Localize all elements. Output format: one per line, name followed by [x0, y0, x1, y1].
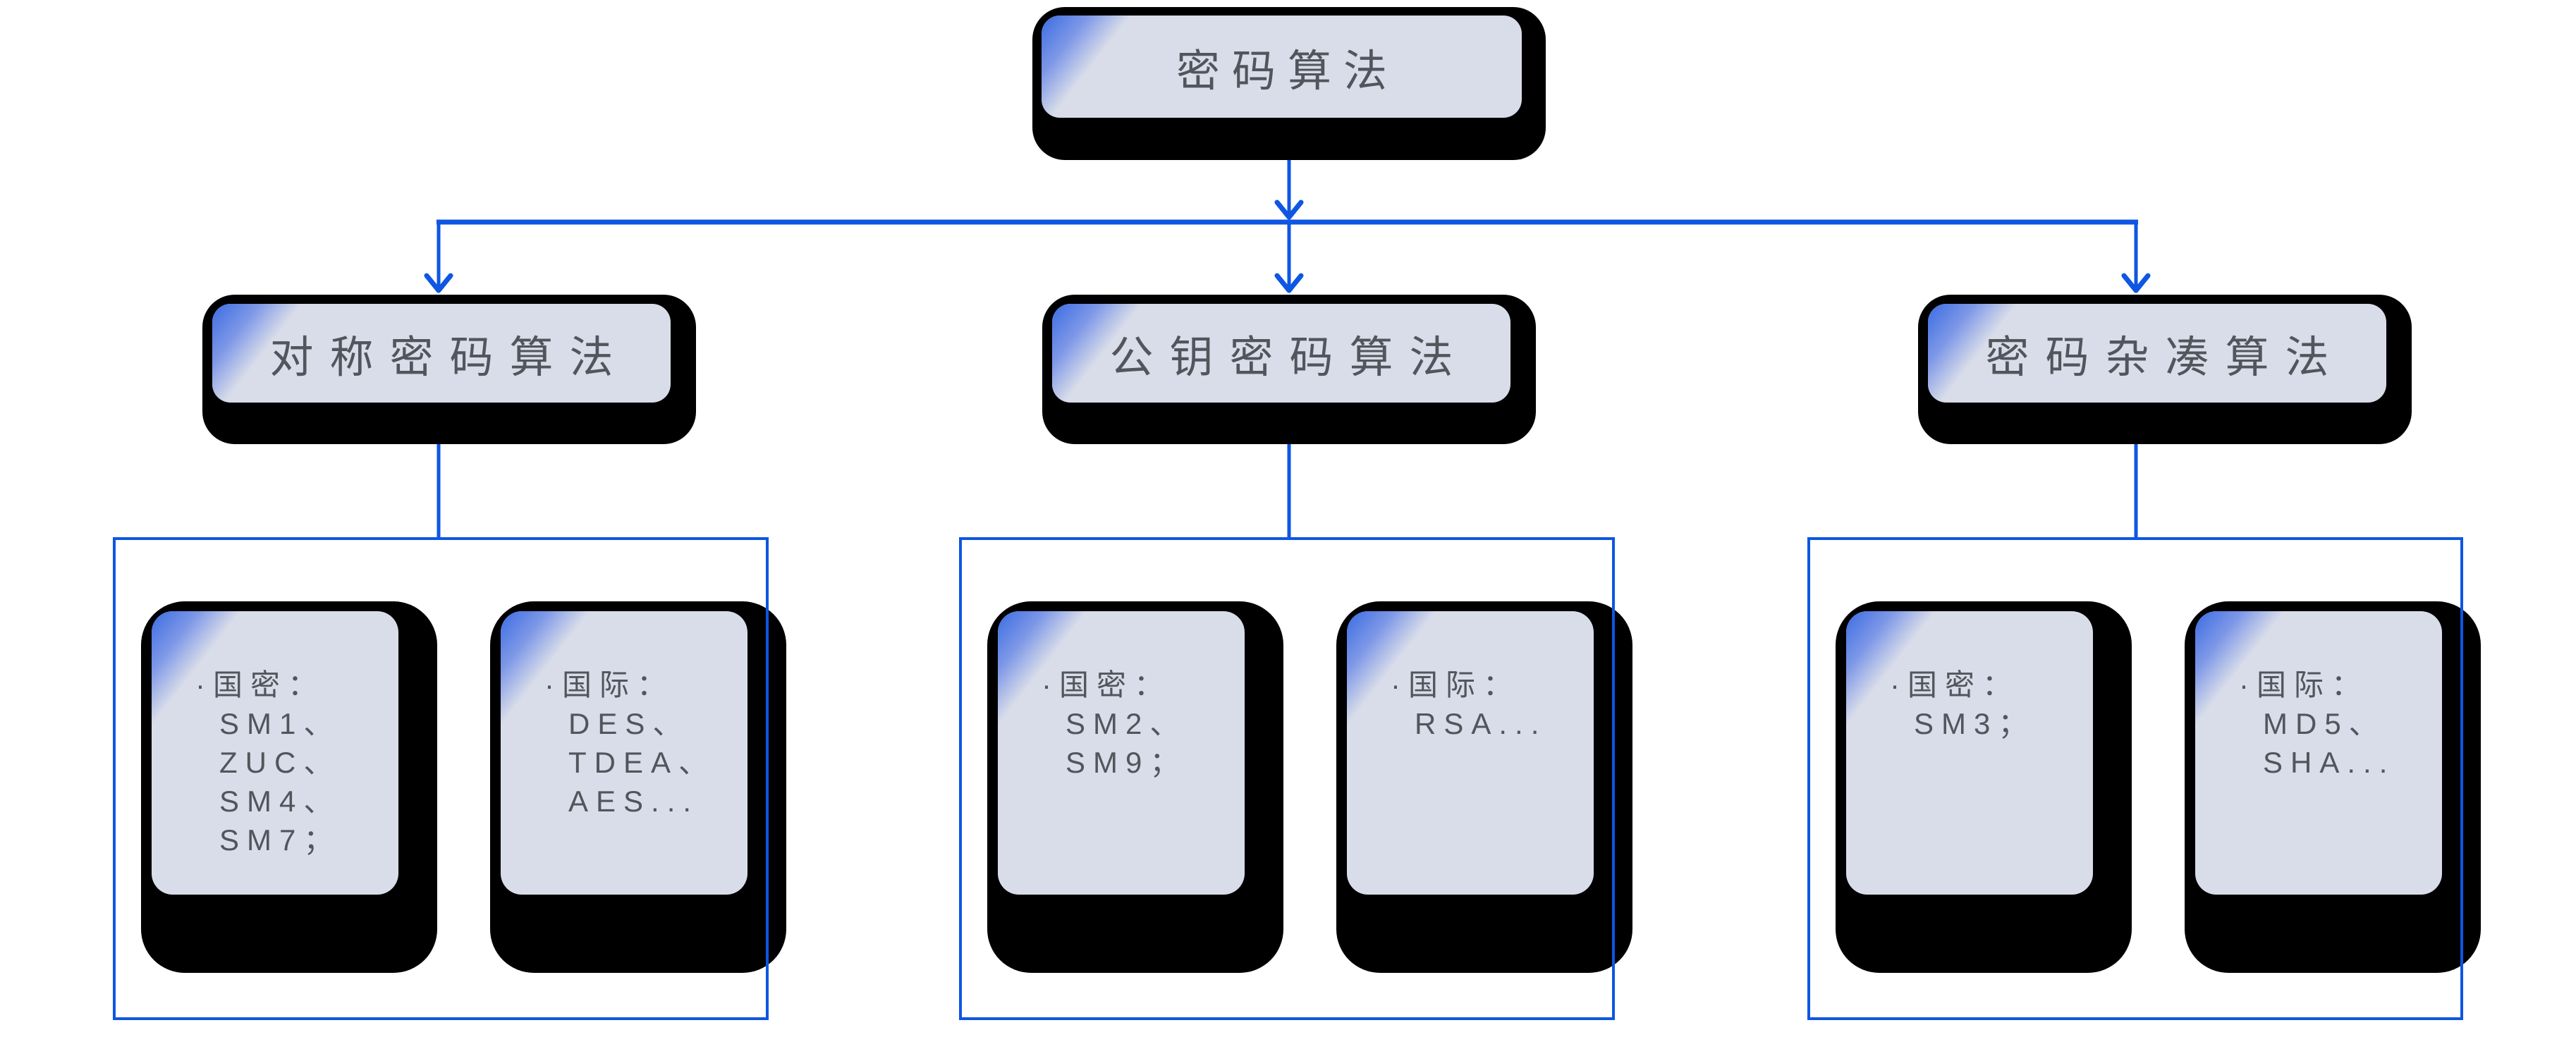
leaf-line: DES、 — [568, 707, 690, 740]
leaf-card-text: ·国密： SM3； — [1846, 611, 2093, 743]
branch-node-label: 公钥密码算法 — [1109, 333, 1470, 382]
branch-node-hash: 密码杂凑算法 — [1918, 295, 2412, 444]
leaf-line: ·国密： — [1890, 668, 2020, 701]
group-public-key: ·国密： SM2、 SM9； ·国际： RSA... — [959, 537, 1632, 1020]
root-node-label: 密码算法 — [1176, 47, 1399, 96]
leaf-line: ·国际： — [1391, 668, 1520, 701]
corner-accent — [1928, 304, 2386, 403]
leaf-line: ·国密： — [195, 668, 325, 701]
corner-accent — [2195, 611, 2442, 895]
leaf-card-public-key-domestic: ·国密： SM2、 SM9； — [987, 601, 1283, 973]
root-node-face: 密码算法 — [1042, 16, 1522, 118]
leaf-line: SM2、 — [1066, 707, 1188, 740]
leaf-card-symmetric-domestic: ·国密： SM1、 ZUC、 SM4、 SM7； — [141, 601, 437, 973]
leaf-line: ·国际： — [544, 668, 674, 701]
leaf-card-symmetric-international: ·国际： DES、 TDEA、 AES... — [490, 601, 786, 973]
root-node: 密码算法 — [1032, 7, 1546, 160]
leaf-line: SM1、 — [219, 707, 341, 740]
corner-accent — [1347, 611, 1594, 895]
branch-node-face: 密码杂凑算法 — [1928, 304, 2386, 403]
leaf-line: MD5、 — [2263, 707, 2386, 740]
leaf-line: RSA... — [1415, 707, 1547, 740]
leaf-line: SM4、 — [219, 785, 341, 818]
leaf-card-hash-domestic: ·国密： SM3； — [1836, 601, 2132, 973]
branch-node-symmetric: 对称密码算法 — [202, 295, 696, 444]
leaf-line: TDEA、 — [568, 746, 716, 779]
corner-accent — [998, 611, 1245, 895]
leaf-card-face: ·国密： SM3； — [1846, 611, 2093, 895]
connector-arrow-branch-2 — [1274, 222, 1304, 293]
branch-node-public-key: 公钥密码算法 — [1042, 295, 1536, 444]
leaf-card-face: ·国际： DES、 TDEA、 AES... — [501, 611, 747, 895]
leaf-line: ·国密： — [1042, 668, 1171, 701]
leaf-card-text: ·国密： SM1、 ZUC、 SM4、 SM7； — [152, 611, 398, 859]
corner-accent — [501, 611, 747, 895]
group-hash: ·国密： SM3； ·国际： MD5、 SHA... — [1807, 537, 2481, 1020]
branch-node-face: 公钥密码算法 — [1052, 304, 1510, 403]
group-symmetric: ·国密： SM1、 ZUC、 SM4、 SM7； ·国际： DES、 TDEA、… — [113, 537, 786, 1020]
leaf-line: AES... — [568, 785, 700, 818]
leaf-line: SM7； — [219, 823, 341, 857]
leaf-line: ZUC、 — [219, 746, 341, 779]
leaf-card-public-key-international: ·国际： RSA... — [1336, 601, 1632, 973]
branch-node-face: 对称密码算法 — [212, 304, 671, 403]
corner-accent — [152, 611, 398, 895]
leaf-card-face: ·国际： MD5、 SHA... — [2195, 611, 2442, 895]
leaf-card-text: ·国际： DES、 TDEA、 AES... — [501, 611, 747, 821]
leaf-card-text: ·国密： SM2、 SM9； — [998, 611, 1245, 782]
leaf-line: SM9； — [1066, 746, 1188, 779]
corner-accent — [1846, 611, 2093, 895]
connector-root-stem — [1274, 158, 1304, 220]
corner-accent — [1052, 304, 1510, 403]
leaf-card-face: ·国密： SM1、 ZUC、 SM4、 SM7； — [152, 611, 398, 895]
leaf-line: SM3； — [1914, 707, 2036, 740]
leaf-line: SHA... — [2263, 746, 2395, 779]
leaf-card-face: ·国密： SM2、 SM9； — [998, 611, 1245, 895]
connector-arrow-branch-1 — [424, 222, 453, 293]
leaf-card-face: ·国际： RSA... — [1347, 611, 1594, 895]
leaf-card-text: ·国际： RSA... — [1347, 611, 1594, 743]
leaf-card-text: ·国际： MD5、 SHA... — [2195, 611, 2442, 782]
leaf-line: ·国际： — [2239, 668, 2369, 701]
leaf-card-hash-international: ·国际： MD5、 SHA... — [2185, 601, 2481, 973]
corner-accent — [1042, 16, 1522, 118]
corner-accent — [212, 304, 671, 403]
branch-node-label: 对称密码算法 — [269, 333, 630, 382]
branch-node-label: 密码杂凑算法 — [1985, 333, 2345, 382]
connector-arrow-branch-3 — [2121, 222, 2151, 293]
